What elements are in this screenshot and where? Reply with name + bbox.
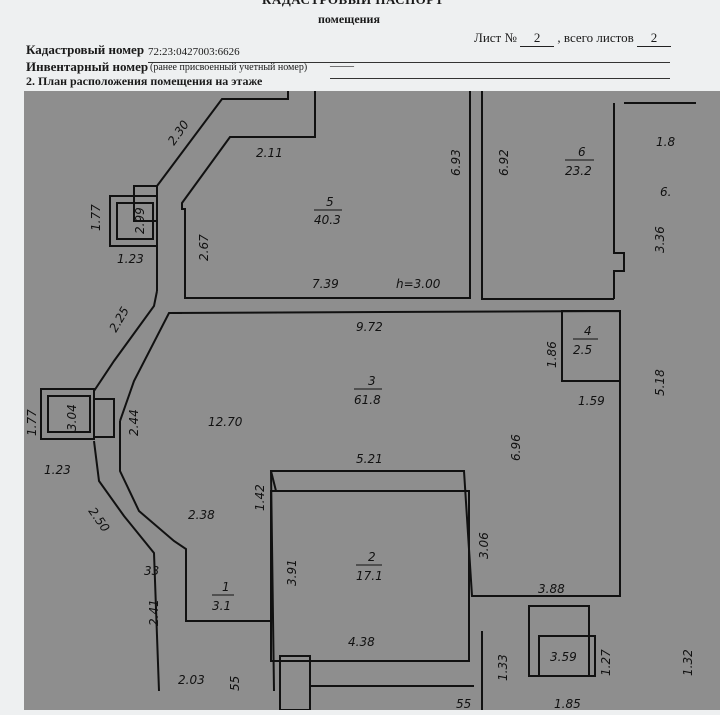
- sheet-label: Лист №: [474, 30, 517, 45]
- dimension-label: 2.25: [106, 304, 131, 334]
- dimension-label: 55: [456, 697, 471, 710]
- dimension-label: 2: [368, 550, 376, 564]
- dimension-label: 3.59: [550, 650, 577, 664]
- dimension-label: 17.1: [356, 569, 383, 583]
- sheet-info: Лист № 2 , всего листов 2: [474, 30, 672, 47]
- room-labels: 540.3 623.2 42.5 361.8 217.1 13.1: [212, 145, 598, 613]
- dimension-label: 40.3: [314, 213, 341, 227]
- inventory-note: (ранее присвоенный учетный номер): [150, 62, 308, 73]
- dimension-label: 2.67: [197, 234, 211, 261]
- divider: [330, 78, 670, 79]
- cadastral-value: 72:23:0427003:6626: [148, 46, 240, 58]
- dimension-label: 3.88: [538, 582, 565, 596]
- total-label: , всего листов: [557, 30, 634, 45]
- dimension-label: 4: [584, 324, 592, 338]
- dimension-label: 3.91: [285, 559, 299, 586]
- dimension-label: 1.42: [253, 484, 267, 511]
- dimension-label: 6.93: [449, 149, 463, 176]
- plan-title: 2. План расположения помещения на этаже: [26, 74, 263, 88]
- dimension-label: 33: [144, 564, 159, 578]
- dimension-label: 2.41: [147, 599, 161, 626]
- dimension-label: 12.70: [208, 415, 243, 429]
- document-subtitle: помещения: [318, 12, 380, 26]
- dimension-label: 2.44: [127, 409, 141, 436]
- dimension-label: 2.38: [188, 508, 215, 522]
- room-4: 42.5: [573, 324, 598, 357]
- divider: [148, 62, 670, 63]
- dimension-label: 5.18: [653, 369, 667, 396]
- floor-plan-drawing: 540.3 623.2 42.5 361.8 217.1 13.1 2.30 2…: [25, 91, 696, 711]
- dimension-label: 3: [368, 374, 376, 388]
- dimension-label: h=3.00: [396, 277, 441, 291]
- walls: [40, 91, 696, 711]
- dimension-label: 1.77: [89, 204, 103, 231]
- dimension-label: 1.77: [25, 409, 39, 436]
- room-6: 623.2: [565, 145, 594, 178]
- dimension-label: 3.1: [212, 599, 231, 613]
- dimension-label: 1.59: [578, 394, 605, 408]
- dimension-label: 6.96: [509, 434, 523, 461]
- dimension-label: 2.99: [133, 207, 147, 234]
- room-5: 540.3: [314, 195, 342, 227]
- dimension-label: 1.27: [599, 649, 613, 676]
- dimension-label: 9.72: [356, 320, 383, 334]
- inventory-value: ——: [330, 58, 354, 72]
- room-2: 217.1: [356, 550, 383, 583]
- inventory-label: Инвентарный номер: [26, 59, 149, 74]
- total-sheets: 2: [637, 30, 672, 47]
- dimension-label: 5.21: [356, 452, 383, 466]
- dimension-label: 2.50: [86, 505, 113, 535]
- dimension-label: 55: [228, 676, 242, 691]
- dimension-label: 1.86: [545, 341, 559, 368]
- dimension-label: 1.8: [656, 135, 675, 149]
- dimension-label: 7.39: [312, 277, 339, 291]
- dimension-label: 1: [222, 580, 230, 594]
- dimension-label: 4.38: [348, 635, 375, 649]
- dimension-label: 3.06: [477, 532, 491, 559]
- dimension-labels: 2.30 2.11 6.93 6.92 1.8 6. 1.77 2.99 1.2…: [25, 118, 695, 711]
- document-title: КАДАСТРОВЫЙ ПАСПОРТ: [262, 0, 444, 8]
- dimension-label: 3.04: [65, 404, 79, 431]
- dimension-label: 23.2: [565, 164, 592, 178]
- dimension-label: 1.23: [44, 463, 71, 477]
- cadastral-label: Кадастровый номер: [26, 42, 145, 57]
- dimension-label: 61.8: [354, 393, 381, 407]
- dimension-label: 6.: [660, 185, 671, 199]
- dimension-label: 3.36: [653, 226, 667, 253]
- dimension-label: 2.03: [178, 673, 205, 687]
- dimension-label: 1.23: [117, 252, 144, 266]
- dimension-label: 6: [578, 145, 586, 159]
- room-3: 361.8: [354, 374, 382, 407]
- room-1: 13.1: [212, 580, 234, 613]
- dimension-label: 2.5: [573, 343, 592, 357]
- dimension-label: 6.92: [497, 149, 511, 176]
- dimension-label: 2.11: [256, 146, 283, 160]
- sheet-number: 2: [520, 30, 555, 47]
- dimension-label: 1.32: [681, 649, 695, 676]
- dimension-label: 5: [326, 195, 334, 209]
- dimension-label: 1.85: [554, 697, 581, 710]
- dimension-label: 1.33: [496, 654, 510, 681]
